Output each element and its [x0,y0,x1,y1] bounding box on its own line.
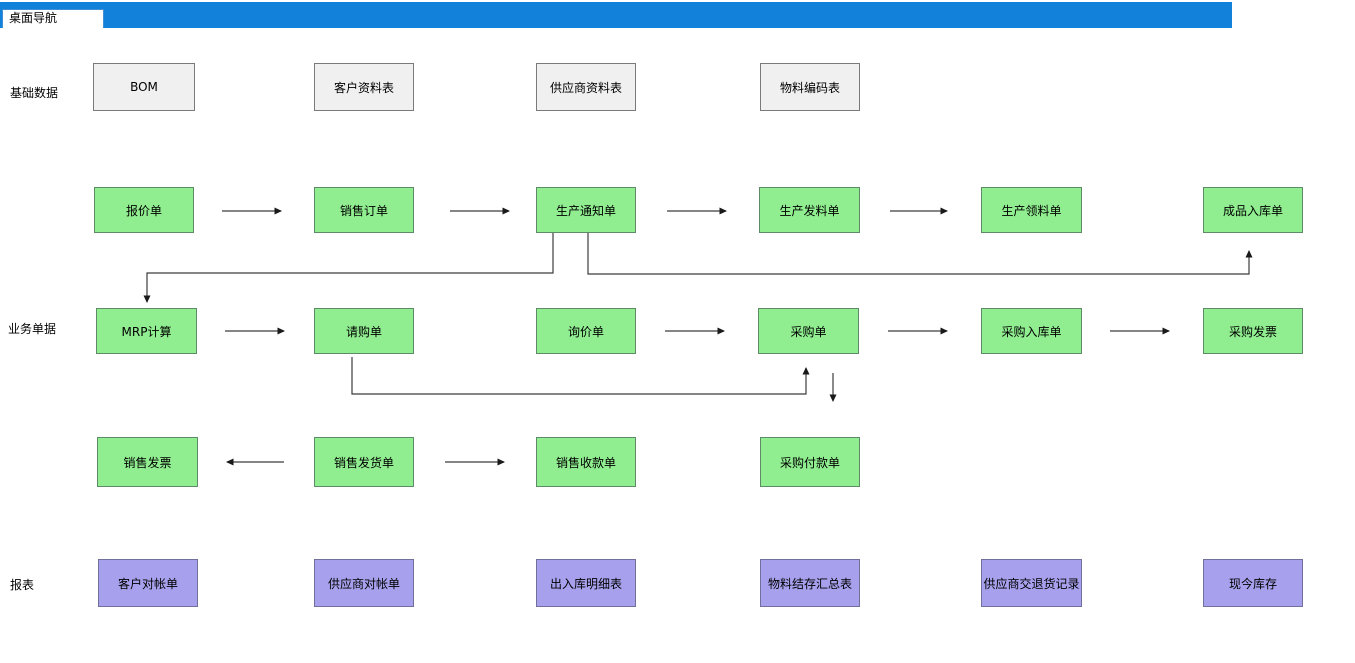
node-label-purchase-request: 请购单 [345,324,382,339]
node-finished-goods-receipt[interactable]: 成品入库单 [1203,187,1303,233]
tab-bar [0,2,1232,28]
node-supplier-info[interactable]: 供应商资料表 [536,63,636,111]
node-production-issue[interactable]: 生产发料单 [759,187,860,233]
node-label-production-requisition: 生产领料单 [1001,203,1062,218]
node-label-current-inventory: 现今库存 [1228,576,1277,591]
node-label-bom: BOM [130,80,158,94]
node-label-inout-warehouse-detail: 出入库明细表 [549,576,622,591]
row-label-base-data: 基础数据 [10,86,59,100]
node-mrp-calc[interactable]: MRP计算 [96,308,197,354]
connector-production-notice-to-finished-goods [587,233,1253,275]
node-sales-receipt[interactable]: 销售收款单 [536,437,636,487]
row-label-reports: 报表 [10,578,35,592]
node-label-purchase-payment: 采购付款单 [779,455,840,470]
tab-desktop-navigation[interactable]: 桌面导航 [2,9,104,28]
node-label-purchase-order: 采购单 [790,324,827,339]
node-label-inquiry: 询价单 [567,324,604,339]
tab-label: 桌面导航 [9,11,58,25]
node-customer-info[interactable]: 客户资料表 [314,63,414,111]
node-label-finished-goods-receipt: 成品入库单 [1222,203,1283,218]
node-label-sales-receipt: 销售收款单 [555,455,616,470]
node-purchase-receipt[interactable]: 采购入库单 [981,308,1082,354]
node-quotation[interactable]: 报价单 [94,187,194,233]
node-label-sales-order: 销售订单 [339,203,388,218]
node-label-production-notice: 生产通知单 [555,203,616,218]
connector-production-notice-to-mrp-calc [143,233,554,303]
node-current-inventory[interactable]: 现今库存 [1203,559,1303,607]
node-customer-statement[interactable]: 客户对帐单 [98,559,198,607]
node-label-customer-statement: 客户对帐单 [117,576,178,591]
node-label-material-balance-summary: 物料结存汇总表 [767,576,852,591]
node-inquiry[interactable]: 询价单 [536,308,636,354]
node-sales-invoice[interactable]: 销售发票 [97,437,198,487]
node-material-balance-summary[interactable]: 物料结存汇总表 [760,559,860,607]
node-purchase-request[interactable]: 请购单 [314,308,414,354]
node-purchase-order[interactable]: 采购单 [758,308,859,354]
node-label-quotation: 报价单 [125,203,162,218]
node-label-mrp-calc: MRP计算 [121,324,172,339]
node-inout-warehouse-detail[interactable]: 出入库明细表 [536,559,636,607]
node-sales-delivery[interactable]: 销售发货单 [314,437,414,487]
node-bom[interactable]: BOM [93,63,195,111]
node-sales-order[interactable]: 销售订单 [314,187,414,233]
node-label-sales-delivery: 销售发货单 [333,455,394,470]
node-material-code[interactable]: 物料编码表 [760,63,860,111]
row-label-business-docs: 业务单据 [8,322,57,336]
node-label-material-code: 物料编码表 [779,80,840,95]
node-label-production-issue: 生产发料单 [779,203,840,218]
node-label-sales-invoice: 销售发票 [123,455,172,470]
node-supplier-statement[interactable]: 供应商对帐单 [314,559,414,607]
node-purchase-payment[interactable]: 采购付款单 [760,437,860,487]
node-production-notice[interactable]: 生产通知单 [536,187,636,233]
node-supplier-delivery-return[interactable]: 供应商交退货记录 [981,559,1082,607]
node-label-customer-info: 客户资料表 [333,80,394,95]
node-purchase-invoice[interactable]: 采购发票 [1203,308,1303,354]
node-label-supplier-statement: 供应商对帐单 [327,576,400,591]
node-production-requisition[interactable]: 生产领料单 [981,187,1082,233]
node-label-purchase-receipt: 采购入库单 [1001,324,1062,339]
node-label-supplier-info: 供应商资料表 [549,80,622,95]
connector-purchase-request-to-purchase-order [351,357,810,395]
node-label-supplier-delivery-return: 供应商交退货记录 [983,576,1080,591]
node-label-purchase-invoice: 采购发票 [1228,324,1277,339]
